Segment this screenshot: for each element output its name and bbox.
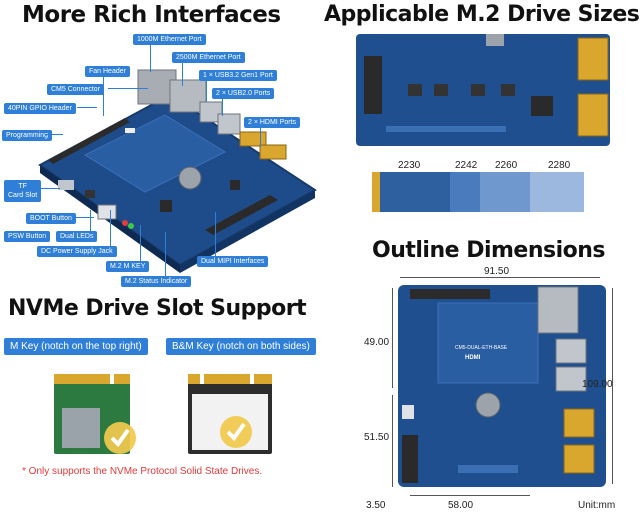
callout-tf-line1: TF [18,183,27,190]
silk-hdmi: HDMI [465,355,481,361]
callout-psw-button: PSW Button [4,231,51,242]
callout-dual-leds: Dual LEDs [56,231,98,242]
m2-size-ruler [372,172,584,212]
m2-size-label-2230: 2230 [398,160,421,171]
callout-hdmi: 2 × HDMI Ports [244,117,301,128]
dim-width-top: 91.50 [484,266,510,277]
callout-1000m-ethernet: 1000M Ethernet Port [133,34,206,45]
bm-key-label: B&M Key (notch on both sides) [166,338,316,355]
m2-size-label-2260: 2260 [495,160,518,171]
m2-sizes-heading: Applicable M.2 Drive Sizes [324,2,640,27]
callout-cm5-connector: CM5 Connector [47,84,105,95]
m2-size-bar-2230 [372,172,450,212]
callout-m2-status: M.2 Status Indicator [121,276,192,287]
nvme-note: * Only supports the NVMe Protocol Solid … [22,466,263,477]
outline-board-top-view [398,285,606,487]
callout-usb2: 2 × USB2.0 Ports [212,88,275,99]
callout-boot-button: BOOT Button [26,213,76,224]
callout-fan-header: Fan Header [85,66,130,77]
silk-board-name: CM5-DUAL-ETH-BASE [455,345,508,351]
m2-size-label-2280: 2280 [548,160,571,171]
bm-key-drive-photo [178,368,288,456]
callout-mipi: Dual MIPI Interfaces [197,256,269,267]
callout-programming: Programming [2,130,53,141]
dim-unit: Unit:mm [578,500,616,511]
dim-width-bottom: 58.00 [448,500,474,511]
m2-size-label-2242: 2242 [455,160,478,171]
rich-interfaces-heading: More Rich Interfaces [22,2,281,28]
m2-gold-edge [372,172,380,212]
callout-2500m-ethernet: 2500M Ethernet Port [172,52,245,63]
callout-dc-jack: DC Power Supply Jack [37,246,117,257]
board-closeup-photo [356,34,610,146]
callout-m2-mkey: M.2 M KEY [106,261,150,272]
dim-offset-bottom: 3.50 [366,500,386,511]
dim-height-right: 109.00 [582,379,613,390]
dim-height-left-top: 49.00 [364,337,390,348]
dim-height-left-bottom: 51.50 [364,432,390,443]
m-key-drive-photo [40,368,150,456]
callout-gpio-header: 40PIN GPIO Header [4,103,76,114]
m-key-label: M Key (notch on the top right) [4,338,148,355]
callout-tf-card: TF Card Slot [4,180,42,202]
nvme-heading: NVMe Drive Slot Support [8,296,307,321]
outline-heading: Outline Dimensions [372,238,606,263]
callout-usb3: 1 × USB3.2 Gen1 Port [199,70,277,81]
callout-tf-line2: Card Slot [8,192,38,199]
